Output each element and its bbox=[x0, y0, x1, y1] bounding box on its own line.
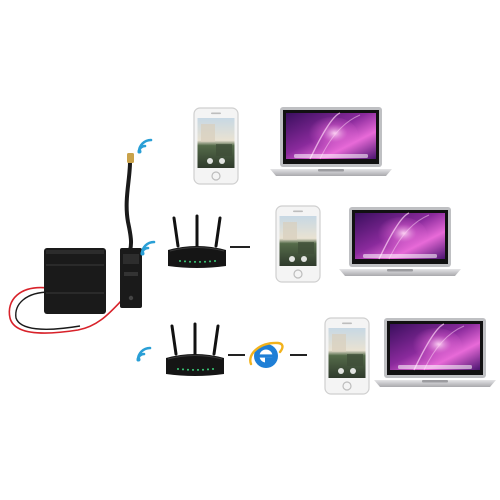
laptop-icon bbox=[338, 206, 462, 277]
laptop-icon bbox=[373, 317, 497, 388]
wifi-signal-icon bbox=[139, 240, 156, 257]
row-lan-connection bbox=[139, 205, 462, 283]
smartphone-icon bbox=[275, 205, 321, 283]
smartphone-icon bbox=[193, 107, 239, 185]
laptop-icon bbox=[269, 106, 393, 177]
wifi-signal-icon bbox=[136, 138, 153, 155]
battery-pack-icon bbox=[8, 248, 125, 334]
mini-camera-module-icon bbox=[120, 153, 142, 308]
wifi-router-icon bbox=[164, 322, 226, 378]
row-remote-connection bbox=[135, 317, 497, 395]
internet-explorer-icon bbox=[249, 341, 284, 368]
smartphone-icon bbox=[324, 317, 370, 395]
wifi-signal-icon bbox=[135, 346, 152, 363]
wifi-router-icon bbox=[166, 214, 228, 270]
row-direct-connection bbox=[136, 106, 393, 185]
